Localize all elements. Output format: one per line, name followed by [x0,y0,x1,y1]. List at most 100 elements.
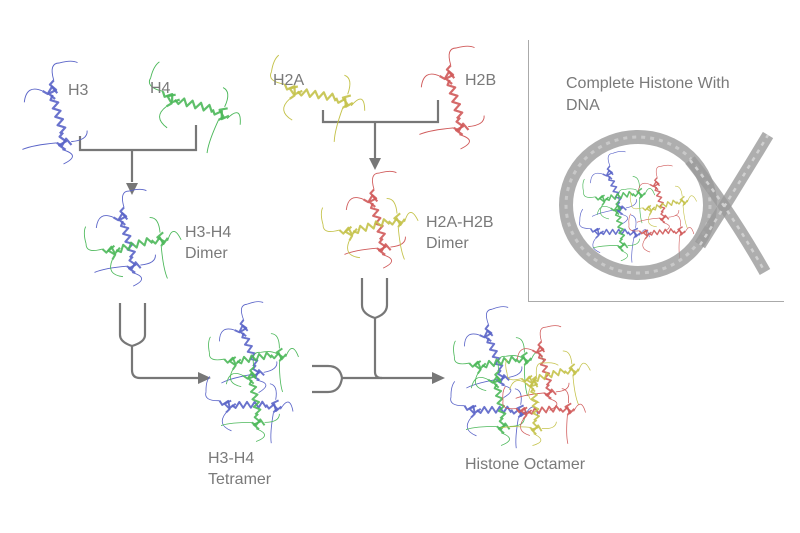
helix [529,375,538,393]
loop [110,259,124,278]
helix [270,351,287,361]
loop [62,149,73,165]
helix [610,205,622,212]
loop [501,426,531,429]
helix [217,107,228,121]
loop [397,227,405,260]
loop [620,250,628,262]
helix [646,204,653,216]
helix [599,194,606,206]
helix [659,210,666,224]
loop [662,222,670,232]
loop [505,355,522,358]
helix [42,85,59,96]
loop [596,206,611,216]
helix [632,191,646,198]
loop [218,328,235,342]
loop [592,237,601,253]
loop [631,204,643,210]
helix [627,230,641,238]
helix [352,218,391,235]
loop [502,386,506,402]
helix [642,229,649,240]
loop [555,382,570,393]
helix [463,404,482,414]
loop [624,188,638,191]
helix [631,227,639,239]
loop [497,355,506,372]
loop [459,134,470,150]
helix [515,355,532,365]
helix [648,228,675,236]
loop [220,421,252,426]
h4-histone [592,188,640,262]
helix [520,351,529,366]
helix [496,422,511,431]
loop [59,60,78,64]
helix [614,200,621,216]
loop [221,412,232,432]
loop [159,105,168,129]
loop [167,230,182,242]
helix [675,199,689,206]
h3-histone [463,306,523,398]
h3-histone [94,188,156,287]
helix [468,360,487,370]
helix [127,255,137,274]
arrowhead [369,158,381,170]
loop [515,337,525,353]
loop [618,189,625,202]
helix [481,355,518,369]
helix [387,217,406,227]
label-h2b: H2B [465,72,497,89]
helix [247,366,257,385]
helix [368,188,378,208]
loop [628,213,632,226]
loop [578,362,591,372]
loop [264,413,280,423]
helix [525,380,539,388]
loop [71,130,88,143]
helix [568,363,577,377]
helix [156,231,166,247]
helix [341,94,352,109]
h4-histone [465,355,525,446]
helix [614,211,626,240]
helix [486,337,504,372]
loop [541,421,557,430]
loop [208,352,225,361]
helix [113,212,129,222]
complete-histone-inset [528,40,784,302]
loop [508,366,523,378]
helix [618,238,625,252]
h3-histone [590,150,637,225]
loop [660,164,673,167]
loop [625,199,637,209]
loop [404,211,419,223]
helix [363,194,379,204]
label-h2a: H2A [273,72,305,89]
loop [221,374,252,384]
h2b-histone [419,45,485,150]
helix [118,206,128,226]
loop [543,362,559,366]
loop [607,153,613,167]
loop [453,356,470,365]
helix [594,195,610,202]
helix [107,244,117,260]
loop [579,208,584,222]
helix [242,371,257,380]
loop [247,301,264,305]
label-line: H3-H4 [185,224,232,241]
helix [563,367,580,376]
helix [283,83,303,96]
loop [566,414,569,444]
helix [271,399,280,414]
loop [280,401,294,412]
helix [616,201,624,215]
loop [344,74,351,95]
helix [651,199,678,211]
helix [679,195,686,207]
loop [463,333,480,347]
